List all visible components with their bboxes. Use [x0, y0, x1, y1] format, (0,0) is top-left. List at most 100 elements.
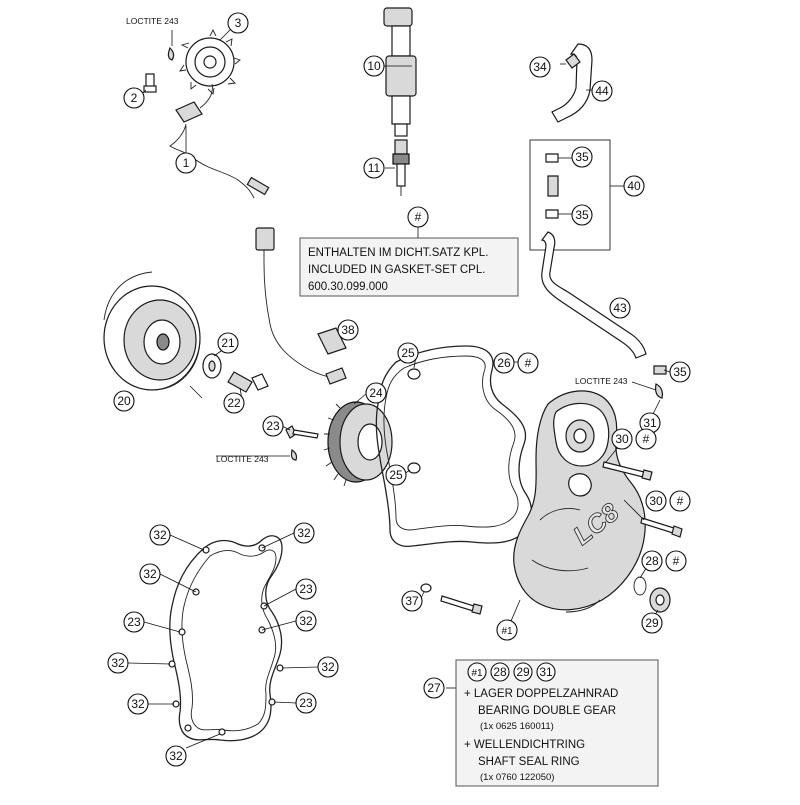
callout-22: 22: [223, 392, 245, 414]
breather-hose-group: LOCTITE 243: [529, 43, 667, 399]
callout-43: 43: [609, 297, 631, 319]
svg-text:25: 25: [389, 468, 403, 482]
svg-text:2: 2: [131, 91, 138, 105]
svg-text:25: 25: [401, 346, 415, 360]
svg-text:10: 10: [367, 59, 381, 73]
engine-cover: LC8: [420, 390, 683, 615]
callout-25b: 25: [385, 464, 407, 486]
svg-text:29: 29: [645, 616, 659, 630]
loctite-label-top: LOCTITE 243: [126, 16, 179, 26]
svg-text:28: 28: [645, 554, 659, 568]
svg-text:40: 40: [627, 179, 641, 193]
svg-text:35: 35: [575, 208, 589, 222]
callout-26-hash: #: [517, 352, 539, 374]
svg-text:26: 26: [497, 356, 511, 370]
svg-text:27: 27: [427, 681, 441, 695]
callout-27: 27: [423, 677, 445, 699]
svg-text:20: 20: [117, 394, 131, 408]
callout-32h: 32: [165, 745, 187, 767]
stator-group: LOCTITE 243: [216, 401, 393, 487]
callout-35a: 35: [571, 146, 593, 168]
callout-32a: 32: [149, 524, 171, 546]
kit-tag-3: 29: [516, 665, 530, 679]
svg-text:32: 32: [111, 656, 125, 670]
trigger-wheel-group: LOCTITE 243: [126, 16, 270, 199]
loctite-label-left: LOCTITE 243: [216, 454, 269, 464]
svg-text:22: 22: [227, 396, 241, 410]
callout-32e: 32: [107, 652, 129, 674]
gasket-note-line3: 600.30.099.000: [308, 281, 388, 293]
kit-note-line5: SHAFT SEAL RING: [478, 756, 580, 768]
svg-text:35: 35: [673, 365, 687, 379]
callout-21: 21: [217, 332, 239, 354]
callout-44: 44: [591, 80, 613, 102]
callout-28-hash: #: [665, 550, 687, 572]
svg-text:44: 44: [595, 84, 609, 98]
callout-23a: 23: [262, 415, 284, 437]
callout-23b: 23: [295, 578, 317, 600]
svg-text:32: 32: [297, 526, 311, 540]
svg-text:43: 43: [613, 301, 627, 315]
callout-38: 38: [337, 319, 359, 341]
kit-tag-2: 28: [493, 665, 507, 679]
callout-32g: 32: [127, 693, 149, 715]
svg-text:37: 37: [405, 594, 419, 608]
callout-23d: 23: [295, 692, 317, 714]
callout-32b: 32: [293, 522, 315, 544]
svg-text:21: 21: [221, 336, 235, 350]
loctite-label-right: LOCTITE 243: [575, 376, 628, 386]
callout-30b-hash: #: [669, 490, 691, 512]
outer-gasket: [168, 535, 284, 742]
cover-gasket: [375, 345, 533, 548]
kit-note-line2: BEARING DOUBLE GEAR: [478, 705, 616, 717]
callout-hash1: #1: [496, 619, 518, 641]
kit-note-line1: + LAGER DOPPELZAHNRAD: [464, 688, 618, 700]
svg-text:32: 32: [131, 697, 145, 711]
svg-text:24: 24: [369, 386, 383, 400]
svg-text:35: 35: [575, 150, 589, 164]
svg-text:38: 38: [341, 323, 355, 337]
callout-26: 26: [493, 352, 515, 374]
svg-text:32: 32: [169, 749, 183, 763]
callout-34: 34: [529, 56, 551, 78]
callout-40: 40: [623, 175, 645, 197]
svg-text:30: 30: [615, 432, 629, 446]
svg-text:#: #: [415, 210, 422, 224]
rotor-group: [103, 271, 269, 393]
gasket-leaders: [127, 532, 319, 749]
gasket-note-line2: INCLUDED IN GASKET-SET CPL.: [308, 264, 485, 276]
svg-text:32: 32: [143, 567, 157, 581]
svg-text:23: 23: [266, 419, 280, 433]
callout-32c: 32: [139, 563, 161, 585]
callout-29: 29: [641, 612, 663, 634]
callout-30b: 30: [645, 490, 667, 512]
svg-text:23: 23: [299, 696, 313, 710]
kit-note-line6: (1x 0760 122050): [480, 772, 554, 783]
svg-text:30: 30: [649, 494, 663, 508]
gasket-note-line1: ENTHALTEN IM DICHT.SATZ KPL.: [308, 247, 488, 259]
svg-text:1: 1: [183, 156, 190, 170]
callout-37: 37: [401, 590, 423, 612]
callout-30a-hash: #: [635, 428, 657, 450]
svg-text:#: #: [677, 494, 684, 508]
callout-20: 20: [113, 390, 135, 412]
callout-23c: 23: [123, 611, 145, 633]
svg-text:#1: #1: [501, 626, 513, 637]
callout-10: 10: [363, 55, 385, 77]
svg-text:#: #: [673, 554, 680, 568]
callout-11: 11: [363, 157, 385, 179]
callout-2: 2: [123, 87, 145, 109]
ignition-coil-group: [383, 7, 417, 196]
svg-text:11: 11: [368, 161, 381, 175]
svg-text:3: 3: [235, 16, 242, 30]
kit-note: #1 28 29 31 + LAGER DOPPELZAHNRAD BEARIN…: [446, 659, 659, 787]
callout-3: 3: [227, 12, 249, 34]
callout-32f: 32: [317, 656, 339, 678]
kit-note-line3: (1x 0625 160011): [480, 721, 554, 732]
svg-text:#: #: [525, 356, 532, 370]
callout-hash-gasket: #: [407, 206, 429, 228]
callout-24: 24: [365, 382, 387, 404]
callouts: 1 2 3 10 11 # 34 44 35 40 35 43 35 31 38…: [107, 12, 691, 767]
kit-note-line4: + WELLENDICHTRING: [464, 739, 585, 751]
